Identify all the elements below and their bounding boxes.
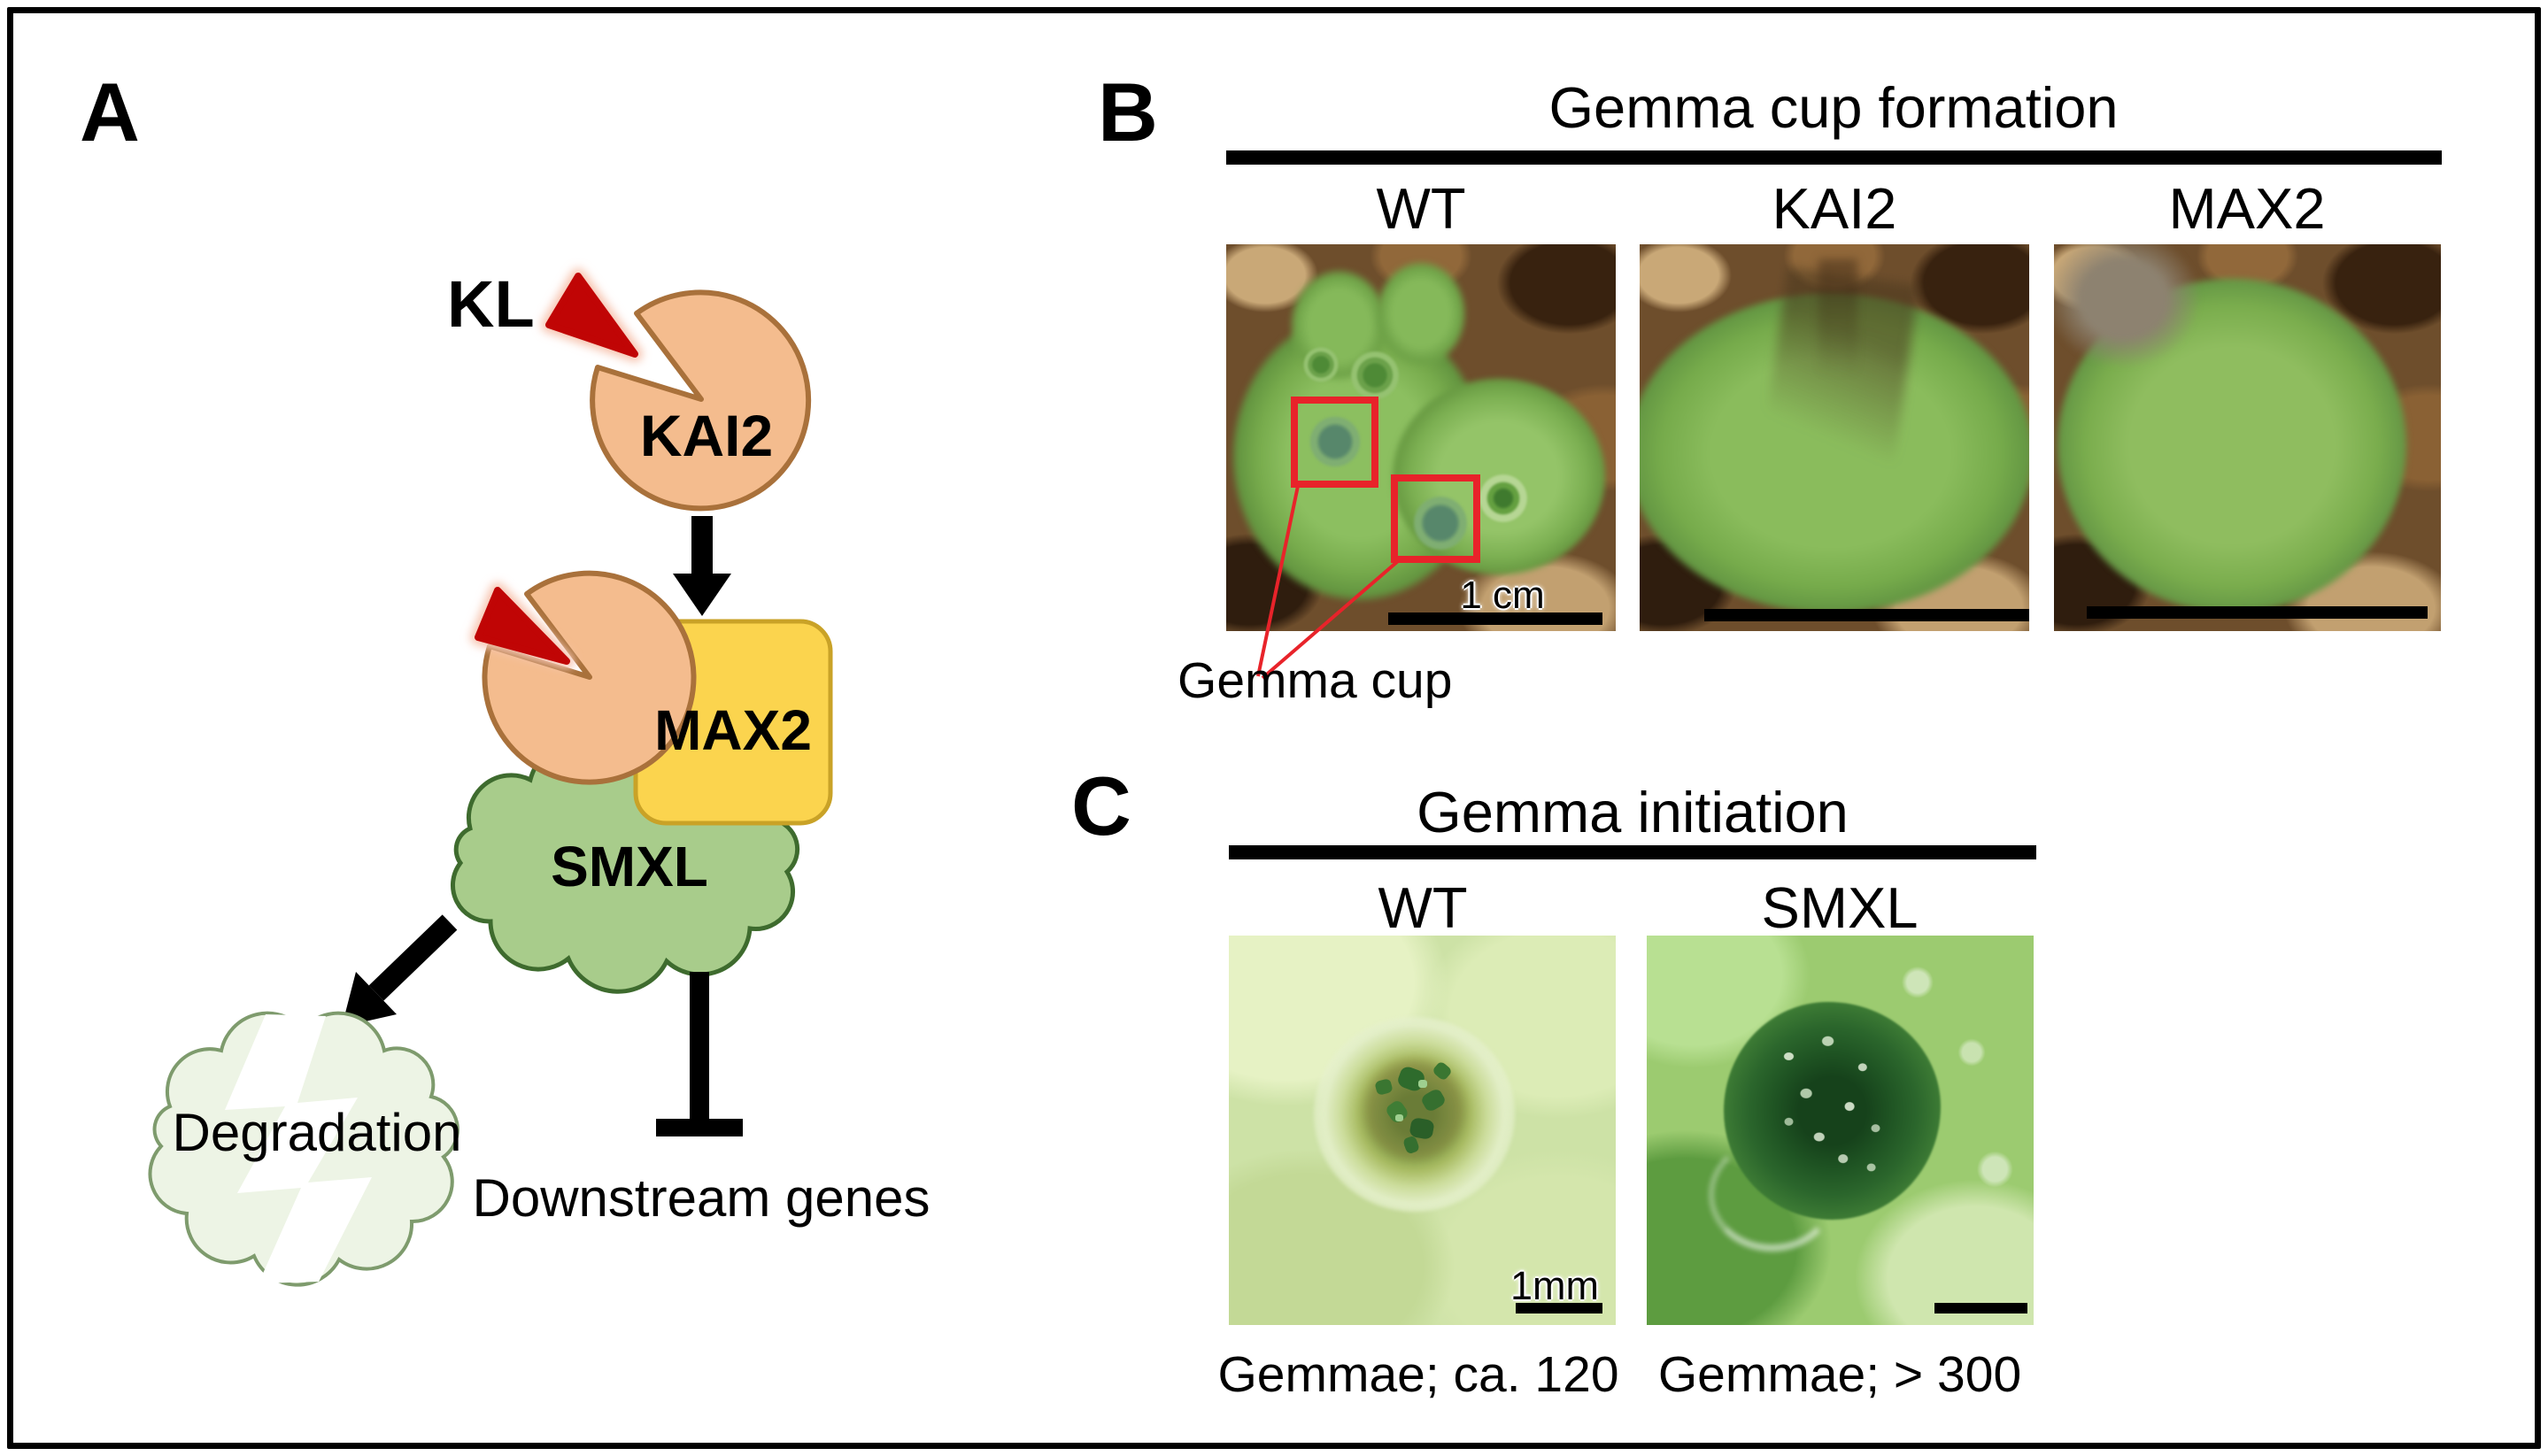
- soil-patch: [2054, 244, 2202, 368]
- column-label-wt: WT: [1376, 176, 1466, 241]
- scale-bar-label: 1mm: [1510, 1263, 1599, 1308]
- cup-rim-highlight: [1708, 1137, 1835, 1252]
- smxl-label: SMXL: [551, 835, 708, 898]
- gemmae-count-wt: Gemmae; ca. 120: [1217, 1346, 1619, 1403]
- scale-bar-label: 1 cm: [1460, 574, 1545, 617]
- panel-c-title-rule: [1229, 845, 2036, 859]
- gemma-cup-spot: [1475, 472, 1531, 524]
- column-label-max2: MAX2: [2168, 176, 2326, 241]
- panel-c-title: Gemma initiation: [1417, 780, 1849, 844]
- panel-a-label: A: [80, 65, 140, 158]
- gemma-highlight: [1418, 1079, 1428, 1088]
- column-label-smxl: SMXL: [1761, 875, 1919, 940]
- scale-bar: [1388, 612, 1602, 625]
- figure-border: [7, 7, 2541, 1449]
- scale-bar: [2087, 606, 2428, 619]
- photo-gemma-cup-kai2: [1640, 244, 2029, 631]
- kl-label: KL: [447, 267, 535, 341]
- photo-gemma-cup-max2: [2054, 244, 2441, 631]
- gemma-cup-annotation-label: Gemma cup: [1177, 652, 1453, 709]
- photo-gemma-initiation-wt: 1mm: [1229, 936, 1616, 1325]
- panel-b-label: B: [1098, 65, 1158, 158]
- gemma-highlight: [1394, 1114, 1403, 1122]
- max2-label: MAX2: [654, 698, 812, 762]
- scale-bar: [1516, 1303, 1602, 1313]
- gemma-cup-spot: [1304, 412, 1366, 471]
- thallus-notch: [1818, 259, 1858, 376]
- gemma-cup-closeup: [1314, 1017, 1516, 1213]
- panel-c-label: C: [1071, 759, 1131, 852]
- downstream-genes-label: Downstream genes: [472, 1168, 930, 1228]
- scale-bar: [1704, 609, 2029, 621]
- column-label-wt-c: WT: [1378, 875, 1468, 940]
- scale-bar: [1934, 1303, 2027, 1313]
- photo-gemma-cup-wt: 1 cm: [1226, 244, 1616, 631]
- photo-gemma-initiation-smxl: [1647, 936, 2034, 1325]
- gemma-cup-spot: [1300, 344, 1341, 384]
- kai2-label: KAI2: [639, 403, 774, 468]
- thallus-lobe: [1374, 259, 1468, 368]
- panel-b-title: Gemma cup formation: [1548, 75, 2119, 140]
- degradation-label: Degradation: [172, 1103, 462, 1162]
- column-label-kai2: KAI2: [1772, 176, 1897, 241]
- gemma-cup-spot: [1408, 492, 1473, 554]
- gemmae-count-smxl: Gemmae; > 300: [1657, 1346, 2022, 1403]
- gemma-cup-spot: [1347, 348, 1404, 402]
- panel-b-title-rule: [1226, 150, 2442, 165]
